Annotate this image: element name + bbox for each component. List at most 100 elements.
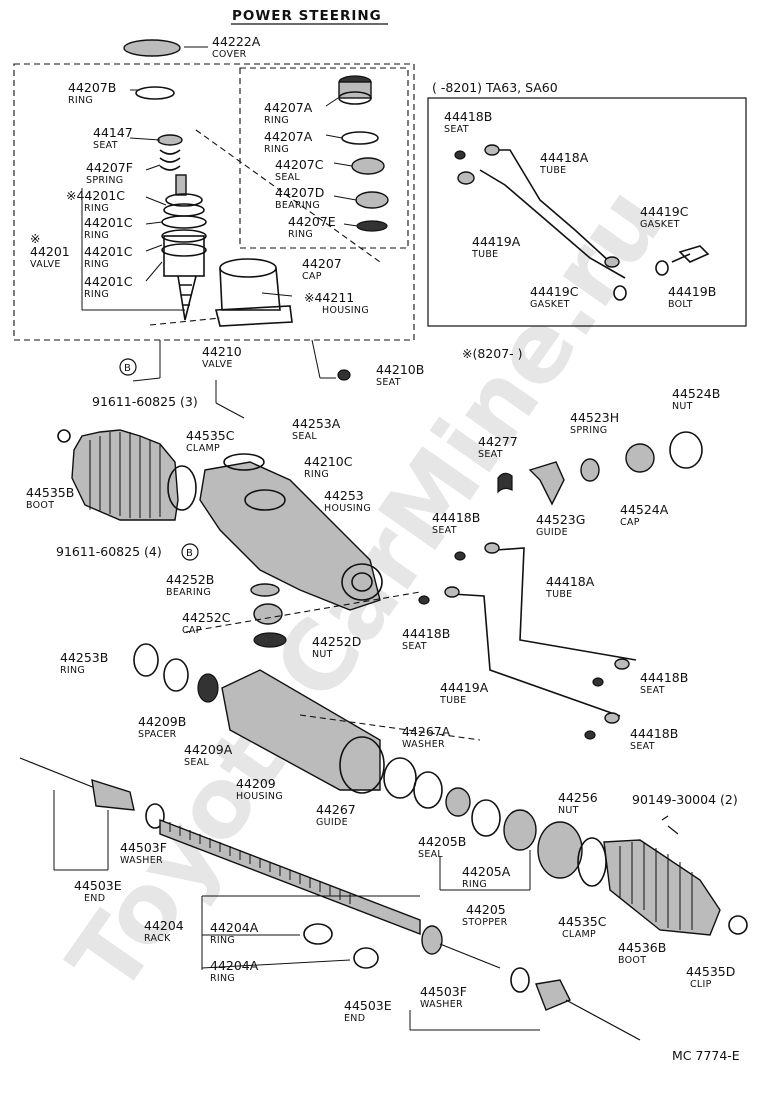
svg-text:TUBE: TUBE bbox=[539, 165, 566, 176]
svg-text:CLAMP: CLAMP bbox=[562, 929, 596, 940]
svg-text:44207A: 44207A bbox=[264, 100, 313, 115]
svg-text:44418B: 44418B bbox=[640, 670, 688, 685]
svg-text:END: END bbox=[344, 1013, 365, 1024]
lower-leaders bbox=[53, 591, 540, 1031]
cover-part bbox=[123, 39, 181, 57]
svg-text:44503F: 44503F bbox=[420, 984, 467, 999]
svg-text:CAP: CAP bbox=[302, 271, 322, 282]
svg-text:91611-60825 (4): 91611-60825 (4) bbox=[56, 544, 162, 559]
svg-text:SPRING: SPRING bbox=[86, 175, 123, 186]
footer-code: MC 7774-E bbox=[672, 1048, 740, 1063]
svg-text:RING: RING bbox=[84, 230, 109, 241]
svg-text:44535D: 44535D bbox=[686, 964, 735, 979]
valve-cap-part bbox=[214, 258, 293, 327]
svg-text:RING: RING bbox=[264, 115, 289, 126]
svg-text:44209: 44209 bbox=[236, 776, 276, 791]
svg-text:44207C: 44207C bbox=[275, 157, 324, 172]
adjuster-parts bbox=[497, 431, 703, 506]
seat-44210b-part bbox=[337, 369, 351, 381]
svg-text:44267A: 44267A bbox=[402, 724, 451, 739]
svg-text:RING: RING bbox=[264, 144, 289, 155]
svg-text:44419A: 44419A bbox=[440, 680, 489, 695]
svg-text:BEARING: BEARING bbox=[275, 200, 320, 211]
label-90149-30004-2: 90149-30004 (2) bbox=[632, 792, 738, 807]
housing-small-parts: B bbox=[181, 543, 466, 648]
svg-text:44418A: 44418A bbox=[540, 150, 589, 165]
svg-text:SEAL: SEAL bbox=[418, 849, 443, 860]
svg-text:44524A: 44524A bbox=[620, 502, 669, 517]
bolt-ref-b-icon bbox=[119, 358, 137, 376]
svg-text:TUBE: TUBE bbox=[471, 249, 498, 260]
svg-text:SEAT: SEAT bbox=[640, 685, 665, 696]
svg-text:HOUSING: HOUSING bbox=[236, 791, 283, 802]
svg-text:44207B: 44207B bbox=[68, 80, 116, 95]
svg-text:BOOT: BOOT bbox=[26, 500, 54, 511]
svg-text:44209B: 44209B bbox=[138, 714, 186, 729]
svg-text:44147: 44147 bbox=[93, 125, 133, 140]
rack-and-tie-rods-part bbox=[19, 757, 641, 1041]
svg-text:RING: RING bbox=[210, 935, 235, 946]
svg-text:44207: 44207 bbox=[302, 256, 342, 271]
svg-text:44535C: 44535C bbox=[558, 914, 607, 929]
tube-variant-header: ( -8201) TA63, SA60 bbox=[432, 80, 558, 95]
svg-text:44201C: 44201C bbox=[84, 215, 133, 230]
svg-text:GASKET: GASKET bbox=[530, 299, 570, 310]
svg-text:44535C: 44535C bbox=[186, 428, 235, 443]
svg-text:RING: RING bbox=[288, 229, 313, 240]
svg-text:WASHER: WASHER bbox=[402, 739, 445, 750]
svg-text:44252C: 44252C bbox=[182, 610, 231, 625]
svg-text:44256: 44256 bbox=[558, 790, 598, 805]
svg-text:44207A: 44207A bbox=[264, 129, 313, 144]
svg-text:SEAT: SEAT bbox=[432, 525, 457, 536]
svg-text:SPACER: SPACER bbox=[138, 729, 177, 740]
ring-kit-parts bbox=[338, 75, 389, 232]
svg-text:CAP: CAP bbox=[182, 625, 202, 636]
svg-text:44207D: 44207D bbox=[275, 185, 324, 200]
svg-text:44205A: 44205A bbox=[462, 864, 511, 879]
valve-body-part bbox=[161, 174, 207, 321]
svg-text:44418B: 44418B bbox=[444, 109, 492, 124]
svg-text:TUBE: TUBE bbox=[545, 589, 572, 600]
svg-text:44503E: 44503E bbox=[344, 998, 392, 1013]
svg-text:RING: RING bbox=[60, 665, 85, 676]
svg-text:WASHER: WASHER bbox=[420, 999, 463, 1010]
mid-variant-header: ※(8207- ) bbox=[462, 346, 523, 361]
svg-text:44204: 44204 bbox=[144, 918, 184, 933]
svg-text:VALVE: VALVE bbox=[30, 259, 61, 270]
svg-text:44205: 44205 bbox=[466, 902, 506, 917]
svg-text:SEAL: SEAL bbox=[184, 757, 209, 768]
svg-text:BOOT: BOOT bbox=[618, 955, 646, 966]
svg-text:※44211: ※44211 bbox=[304, 290, 354, 305]
svg-text:90149-30004 (2): 90149-30004 (2) bbox=[632, 792, 738, 807]
svg-text:※44201C: ※44201C bbox=[66, 188, 125, 203]
svg-text:44204A: 44204A bbox=[210, 920, 259, 935]
svg-text:STOPPER: STOPPER bbox=[462, 917, 508, 928]
tube-variant-parts bbox=[454, 144, 710, 301]
svg-text:RING: RING bbox=[210, 973, 235, 984]
